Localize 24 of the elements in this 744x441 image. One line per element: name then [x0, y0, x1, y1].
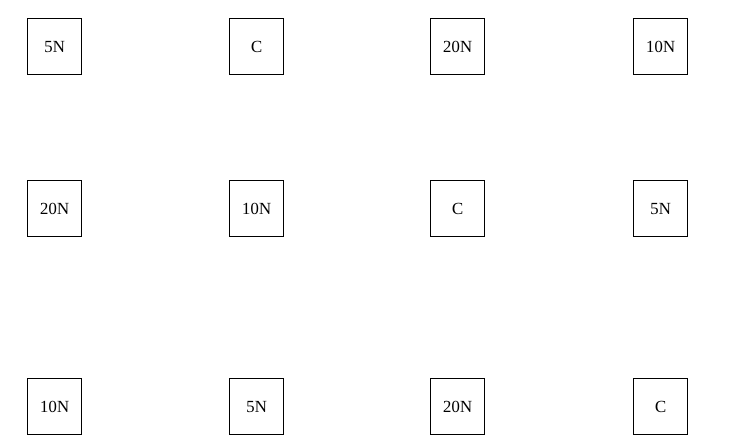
- plot-box: [633, 378, 688, 435]
- plot-box: [633, 180, 688, 237]
- plot-label: 20N: [442, 36, 472, 56]
- plot-box: [430, 18, 485, 75]
- plot-label: 10N: [242, 198, 272, 218]
- plot-label: 5N: [44, 36, 65, 56]
- plot-box: [27, 180, 82, 237]
- plot-box: [229, 180, 284, 237]
- plot-label: C: [452, 198, 464, 218]
- plot-label: 20N: [40, 198, 70, 218]
- plot-label: 5N: [650, 198, 671, 218]
- plot-label: 10N: [646, 36, 676, 56]
- plot-box: [633, 18, 688, 75]
- plot-label: 20N: [442, 396, 472, 416]
- plot-box: [229, 18, 284, 75]
- plot-label: C: [654, 396, 666, 416]
- plot-label: 5N: [246, 396, 267, 416]
- plot-label: 10N: [40, 396, 70, 416]
- plot-box: [27, 18, 82, 75]
- plot-box: [27, 378, 82, 435]
- plot-box: [430, 378, 485, 435]
- plot-box: [229, 378, 284, 435]
- plot-label: C: [250, 36, 262, 56]
- plot-box: [430, 180, 485, 237]
